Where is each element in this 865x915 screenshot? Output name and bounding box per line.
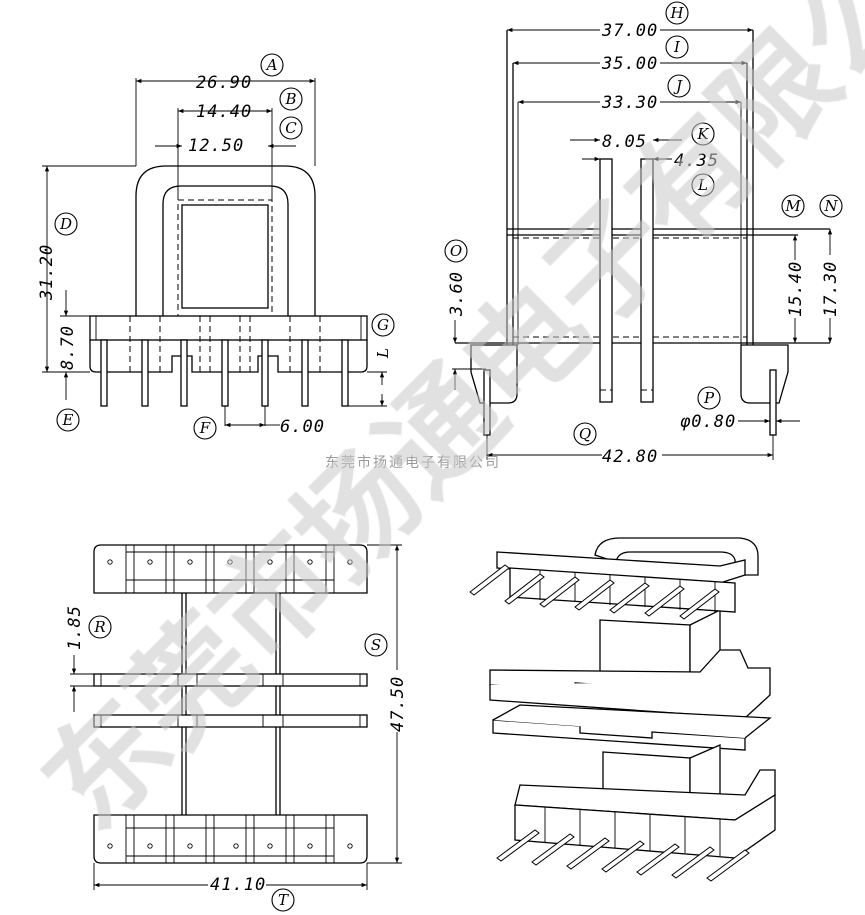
- svg-text:K: K: [696, 125, 709, 143]
- front-view: 26.90 14.40 12.50 31.20 8.70 6.00 L A B …: [37, 53, 395, 440]
- svg-text:Q: Q: [579, 425, 591, 443]
- svg-text:O: O: [450, 242, 462, 260]
- svg-text:T: T: [278, 891, 289, 909]
- svg-text:M: M: [784, 197, 801, 215]
- dim-o-value: 3.60: [447, 271, 467, 317]
- label-f: F: [193, 416, 217, 440]
- label-s: S: [364, 633, 388, 657]
- label-m: M: [781, 194, 805, 218]
- label-t: T: [271, 888, 295, 912]
- label-l: L: [691, 173, 715, 197]
- dim-q-value: 42.80: [602, 447, 658, 467]
- label-p: P: [697, 386, 721, 410]
- core-window: [181, 204, 269, 309]
- svg-text:B: B: [284, 90, 296, 108]
- dim-e-value: 8.70: [58, 325, 78, 370]
- svg-text:N: N: [823, 197, 838, 215]
- label-r: R: [88, 615, 112, 639]
- dim-r-value: 1.85: [65, 605, 85, 650]
- dim-d-value: 31.20: [37, 244, 57, 301]
- label-b: B: [279, 87, 303, 111]
- dim-k-value: 8.05: [602, 132, 647, 152]
- dim-a-value: 26.90: [196, 73, 252, 93]
- right-pin: [769, 369, 777, 436]
- center-plate-right: [640, 158, 654, 403]
- svg-text:L: L: [697, 176, 708, 194]
- dim-s-value: 47.50: [388, 676, 408, 732]
- label-o: O: [444, 239, 468, 263]
- isometric-view: [469, 537, 776, 882]
- side-view: 37.00 35.00 33.30 8.05 4.35 15.40 17.30 …: [444, 1, 843, 467]
- svg-text:D: D: [59, 215, 72, 233]
- svg-text:P: P: [703, 389, 715, 407]
- middle-plate-2: [93, 714, 368, 728]
- label-k: K: [691, 122, 715, 146]
- svg-text:G: G: [377, 316, 389, 334]
- dim-m-value: 15.40: [786, 261, 806, 317]
- dim-f-value: 6.00: [280, 417, 325, 437]
- svg-text:R: R: [93, 618, 105, 636]
- dim-c-value: 12.50: [188, 136, 244, 156]
- left-foot: [470, 344, 518, 404]
- dim-j-value: 33.30: [601, 93, 658, 113]
- label-n: N: [819, 194, 843, 218]
- label-q: Q: [573, 422, 597, 446]
- core-window-hidden: [177, 199, 273, 317]
- svg-text:S: S: [371, 636, 381, 654]
- label-h: H: [665, 1, 689, 25]
- svg-text:E: E: [62, 411, 74, 429]
- label-g: G: [371, 313, 395, 337]
- pin-holes: [107, 559, 353, 849]
- label-e: E: [56, 408, 80, 432]
- svg-text:C: C: [285, 119, 297, 137]
- dim-h-value: 37.00: [601, 21, 658, 41]
- right-foot: [740, 344, 789, 404]
- svg-text:F: F: [199, 419, 211, 437]
- dim-t-value: 41.10: [210, 875, 266, 895]
- dim-n-value: 17.30: [821, 261, 841, 317]
- svg-text:A: A: [265, 56, 278, 74]
- company-caption: 东莞市扬通电子有限公司: [325, 454, 501, 471]
- label-c: C: [279, 116, 303, 140]
- bottom-view: 1.85 47.50 41.10 R S T: [65, 544, 408, 912]
- center-plate-left: [599, 158, 613, 403]
- dim-i-value: 35.00: [601, 54, 658, 74]
- left-pin: [483, 369, 491, 436]
- dim-p-value: φ0.80: [680, 412, 736, 432]
- svg-text:H: H: [669, 4, 684, 22]
- dim-l-value: 4.35: [674, 151, 719, 171]
- label-i: I: [665, 35, 689, 59]
- label-d: D: [54, 212, 78, 236]
- label-a: A: [260, 53, 284, 77]
- label-j: J: [667, 74, 691, 98]
- dim-b-value: 14.40: [196, 102, 252, 122]
- pins: [100, 339, 349, 407]
- svg-text:I: I: [673, 38, 681, 56]
- base-top-plate: [89, 315, 368, 341]
- middle-plate-1: [93, 673, 368, 687]
- dim-l-symbol: L: [374, 348, 392, 359]
